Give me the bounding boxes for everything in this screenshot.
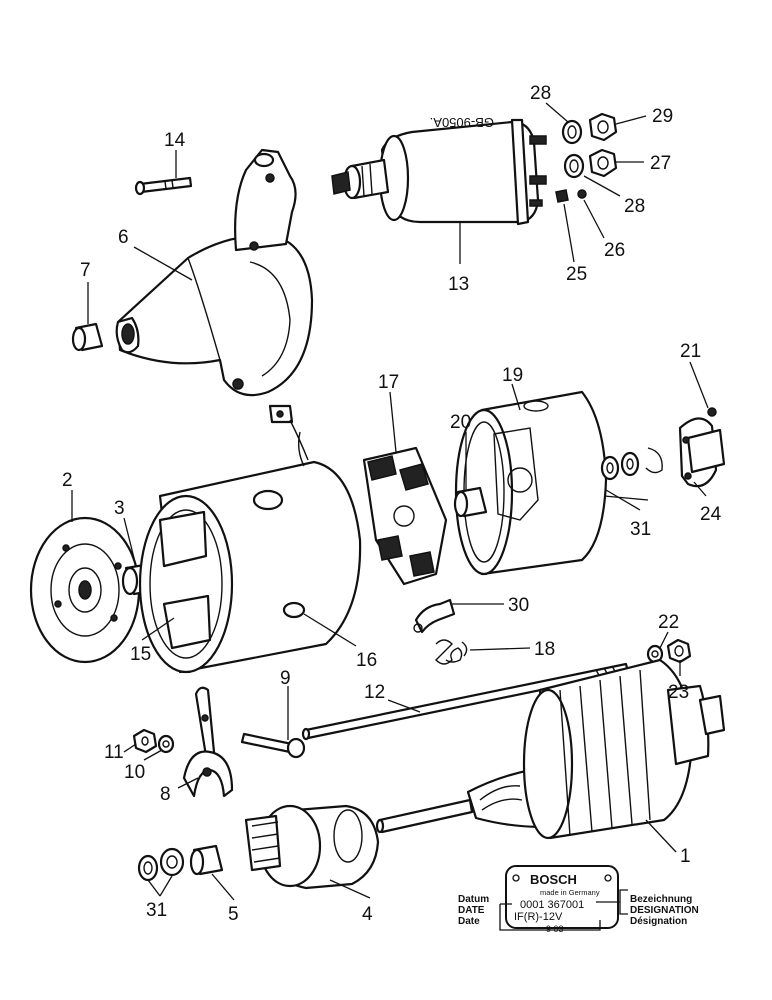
solenoid-marking: GB-9050A. xyxy=(430,115,494,130)
callout-5: 5 xyxy=(228,904,239,925)
nameplate-rivet-left xyxy=(512,874,520,882)
callout-14: 14 xyxy=(164,130,186,151)
callout-8: 8 xyxy=(160,784,171,805)
nameplate-label-bezeichnung: Bezeichnung xyxy=(630,894,692,905)
part-1-armature xyxy=(375,658,726,840)
part-30-brush xyxy=(413,598,456,634)
part-18-spring xyxy=(435,639,468,665)
part-26-screw xyxy=(577,189,587,199)
part-29-nut xyxy=(588,112,618,142)
callout-22: 22 xyxy=(658,612,679,633)
callout-28-lower: 28 xyxy=(624,196,645,217)
nameplate-label-designation-fr: Désignation xyxy=(630,916,687,927)
callout-15: 15 xyxy=(130,644,151,665)
callout-27: 27 xyxy=(650,153,671,174)
part-19-commutator-end-cover xyxy=(454,390,608,576)
part-25-clip xyxy=(555,189,569,203)
part-24-cover-cap xyxy=(678,417,726,488)
part-5-bush xyxy=(189,844,224,876)
nameplate-origin: made in Germany xyxy=(540,888,600,897)
callout-20: 20 xyxy=(450,412,471,433)
nameplate-label-date-fr: Date xyxy=(458,916,480,927)
part-10-washer xyxy=(157,734,175,754)
callout-19: 19 xyxy=(502,365,523,386)
callout-3: 3 xyxy=(114,498,125,519)
callout-6: 6 xyxy=(118,227,129,248)
callout-9: 9 xyxy=(280,668,291,689)
callout-labels: 28 29 14 27 28 6 26 7 13 25 17 19 21 20 … xyxy=(62,83,722,925)
part-17-brush-holder xyxy=(362,446,448,586)
part-15-pole-housing xyxy=(138,404,362,674)
callout-31-upper: 31 xyxy=(630,519,651,540)
callout-2: 2 xyxy=(62,470,73,491)
part-27-nut xyxy=(588,148,618,178)
callout-21: 21 xyxy=(680,341,701,362)
nameplate-label-datum: Datum xyxy=(458,894,489,905)
nameplate-brand: BOSCH xyxy=(530,872,577,887)
part-20-bush xyxy=(453,486,488,518)
part-31-shim-washers-upper xyxy=(600,447,663,481)
callout-4: 4 xyxy=(362,904,373,925)
callout-7: 7 xyxy=(80,260,91,281)
bosch-nameplate: BOSCH made in Germany 0001 367001 IF(R)-… xyxy=(458,865,699,934)
part-11-nut xyxy=(132,728,158,754)
callout-18: 18 xyxy=(534,639,555,660)
callout-13: 13 xyxy=(448,274,469,295)
part-2-end-plate xyxy=(29,516,141,664)
nameplate-date-code: 9 03 xyxy=(546,924,564,934)
callout-10: 10 xyxy=(124,762,145,783)
nameplate-border xyxy=(505,865,619,929)
part-9-bolt xyxy=(240,732,306,759)
part-28-washer-upper xyxy=(561,119,583,145)
callout-24: 24 xyxy=(700,504,722,525)
part-13-solenoid-switch: GB-9050A. xyxy=(331,115,547,226)
callout-12: 12 xyxy=(364,682,385,703)
callout-26: 26 xyxy=(604,240,625,261)
callout-1: 1 xyxy=(680,846,691,867)
nameplate-part-number: 0001 367001 xyxy=(520,899,584,911)
part-6-drive-end-bracket xyxy=(115,148,314,397)
nameplate-label-date-en: DATE xyxy=(458,905,485,916)
part-21-screw xyxy=(707,407,717,417)
part-4-pinion-drive xyxy=(244,804,380,890)
part-31-shim-washers-lower xyxy=(137,847,185,882)
callout-16: 16 xyxy=(356,650,377,671)
callout-31-lower: 31 xyxy=(146,900,167,921)
nameplate-label-designation-en: DESIGNATION xyxy=(630,905,699,916)
callout-11: 11 xyxy=(104,742,124,763)
callout-29: 29 xyxy=(652,106,673,127)
part-23-nut xyxy=(666,638,692,664)
callout-17: 17 xyxy=(378,372,399,393)
part-28-washer-lower xyxy=(563,153,585,179)
callout-30: 30 xyxy=(508,595,529,616)
callout-25: 25 xyxy=(566,264,587,285)
part-8-engaging-lever xyxy=(182,686,234,798)
callout-28-upper: 28 xyxy=(530,83,551,104)
leader-lines xyxy=(71,102,709,901)
callout-23: 23 xyxy=(668,682,689,703)
part-7-bush xyxy=(71,322,104,352)
part-14-bolt xyxy=(134,176,193,196)
nameplate-rivet-right xyxy=(604,874,612,882)
nameplate-spec: IF(R)-12V xyxy=(514,911,563,923)
